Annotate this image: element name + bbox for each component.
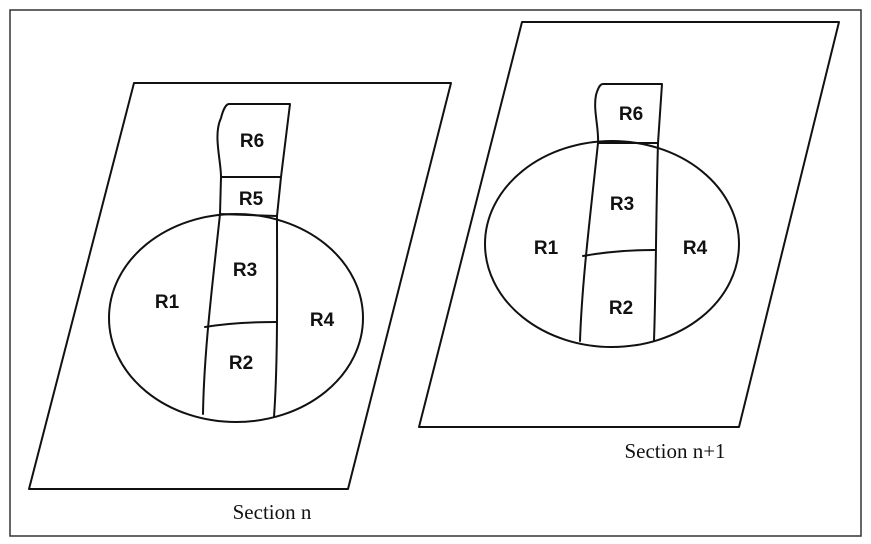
section-n-r5-shape [219, 176, 282, 217]
section-n-column-right [273, 215, 279, 418]
section-n-divider [204, 321, 278, 328]
section-n-plane [28, 82, 452, 490]
section-n-label-r6: R6 [240, 131, 264, 152]
section-n-plus-1: R6 R3 R1 R4 R2 Section n+1 [418, 21, 840, 463]
section-n1-label-r4: R4 [683, 238, 708, 259]
section-n1-label-r1: R1 [534, 238, 559, 259]
section-n-label-r3: R3 [233, 260, 257, 281]
section-n-caption: Section n [233, 500, 312, 524]
section-n-label-r2: R2 [229, 353, 253, 374]
section-n-label-r1: R1 [155, 292, 180, 313]
section-n1-ellipse [484, 140, 740, 348]
section-n1-column-left [579, 142, 599, 342]
section-n1-caption: Section n+1 [624, 439, 725, 463]
outer-border [9, 9, 862, 537]
section-n-label-r4: R4 [310, 310, 335, 331]
section-n1-label-r2: R2 [609, 298, 633, 319]
section-n1-divider [582, 249, 656, 257]
section-n1-label-r3: R3 [610, 194, 634, 215]
section-n: R6 R5 R3 R1 R4 R2 Section n [28, 82, 452, 524]
section-n1-plane [418, 21, 840, 428]
section-n-column-left [202, 213, 221, 415]
section-n1-label-r6: R6 [619, 104, 643, 125]
section-n-label-r5: R5 [239, 189, 264, 210]
section-n1-column-right [653, 142, 659, 341]
